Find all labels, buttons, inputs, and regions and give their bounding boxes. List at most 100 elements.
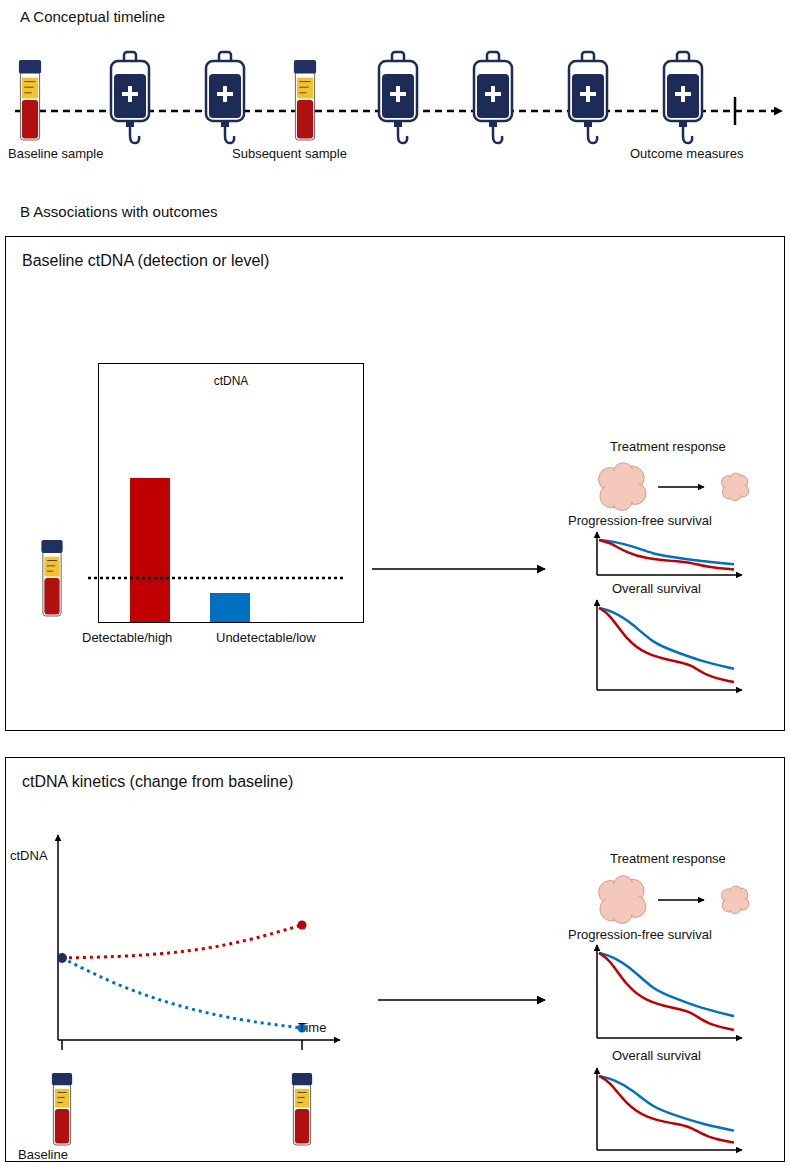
tumor-core (731, 474, 740, 483)
bag-outer (379, 61, 417, 121)
rising-curve (62, 925, 302, 958)
bag-outer (569, 61, 607, 121)
tube-body (295, 71, 314, 140)
chart-box: ctDNA (98, 363, 364, 623)
y-axis (596, 532, 598, 575)
falling-curve (62, 958, 302, 1028)
iv-bag (206, 52, 244, 143)
bag-port (126, 121, 134, 127)
bar-detectable (130, 478, 170, 622)
bag-cross-v (223, 86, 227, 102)
bag-fluid (382, 74, 414, 118)
bag-port (394, 121, 402, 127)
section-heading: A Conceptual timeline (20, 8, 165, 25)
bag-outer (474, 61, 512, 121)
association-arrow (378, 999, 545, 1001)
chart-title: ctDNA (99, 374, 363, 388)
time-tick (301, 1040, 303, 1050)
tube-label (22, 78, 38, 99)
bag-tube (130, 127, 139, 143)
tube-body (43, 551, 61, 616)
timepoint-label: Outcome measures (630, 147, 743, 162)
tube-cap (294, 60, 316, 74)
tube-cap (292, 1073, 312, 1085)
label-mark (57, 1097, 64, 1098)
y-axis (57, 835, 59, 1040)
tumor-icon (722, 886, 749, 913)
bag-outer (111, 61, 149, 121)
bag-cross-v (586, 86, 590, 102)
bag-outer (206, 61, 244, 121)
axis-label: Baseline (18, 1148, 68, 1163)
survival-curve (599, 953, 734, 1030)
tumor-core (731, 903, 740, 912)
label-mark (297, 1092, 306, 1093)
survival-curve (599, 1076, 734, 1143)
iv-bag (111, 52, 149, 143)
x-axis (597, 574, 742, 576)
bag-fluid (114, 74, 146, 118)
label-mark (47, 571, 53, 572)
panel-box: Baseline ctDNA (detection or level) ctDNA (5, 236, 785, 731)
end-dot (298, 921, 307, 930)
tumor-icon (722, 473, 749, 500)
section-heading: B Associations with outcomes (20, 203, 218, 220)
label-mark (24, 92, 31, 93)
outcome-label: Progression-free survival (568, 928, 712, 943)
tube-cap (52, 1073, 72, 1085)
survival-curve (599, 540, 734, 569)
bag-cross-v (396, 86, 400, 102)
start-dot (57, 953, 67, 963)
tube-body (53, 1083, 70, 1145)
survival-plot (597, 532, 742, 575)
bag-cross-v (128, 86, 132, 102)
y-axis (596, 945, 598, 1038)
label-mark (24, 87, 33, 88)
y-axis (596, 600, 598, 690)
tube-label (55, 1089, 69, 1108)
bag-port (584, 121, 592, 127)
tumor-core (731, 490, 740, 499)
outcome-label: Treatment response (610, 440, 726, 455)
tube-blood (295, 1109, 309, 1144)
x-axis (597, 689, 742, 691)
label-mark (297, 1102, 302, 1103)
axis-label: Time (298, 1021, 326, 1036)
label-mark (297, 1097, 304, 1098)
end-tick (734, 97, 737, 125)
tube-blood (55, 1109, 69, 1144)
tube-body (20, 71, 39, 140)
label-mark (299, 81, 310, 82)
bag-tube (398, 127, 407, 143)
tube-blood (44, 578, 59, 614)
outcome-label: Treatment response (610, 852, 726, 867)
bar-label: Detectable/high (82, 631, 172, 646)
blood-tube (292, 1073, 312, 1145)
panel-heading: ctDNA kinetics (change from baseline) (22, 773, 293, 791)
tumor-icon (599, 876, 646, 924)
blood-tube (52, 1073, 72, 1145)
panel-box: ctDNA kinetics (change from baseline) (5, 757, 785, 1162)
outcome-label: Overall survival (612, 582, 701, 597)
timepoint-label: Baseline sample (8, 147, 103, 162)
tube-label (44, 557, 59, 577)
detection-threshold (88, 577, 345, 580)
bar-label: Undetectable/low (216, 631, 316, 646)
survival-plot (597, 1068, 742, 1150)
label-mark (57, 1102, 62, 1103)
bag-tube (493, 127, 502, 143)
bag-tube (683, 127, 692, 143)
bag-port (679, 121, 687, 127)
bag-tube (225, 127, 234, 143)
small-arrow (658, 899, 704, 901)
blood-tube (41, 540, 62, 616)
panel-heading: Baseline ctDNA (detection or level) (22, 252, 269, 270)
timepoint-label: Subsequent sample (232, 147, 347, 162)
bag-cross-v (491, 86, 495, 102)
tube-cap (19, 60, 41, 74)
bag-cross-v (681, 86, 685, 102)
iv-bag (664, 52, 702, 143)
label-mark (47, 560, 57, 561)
iv-bag (379, 52, 417, 143)
